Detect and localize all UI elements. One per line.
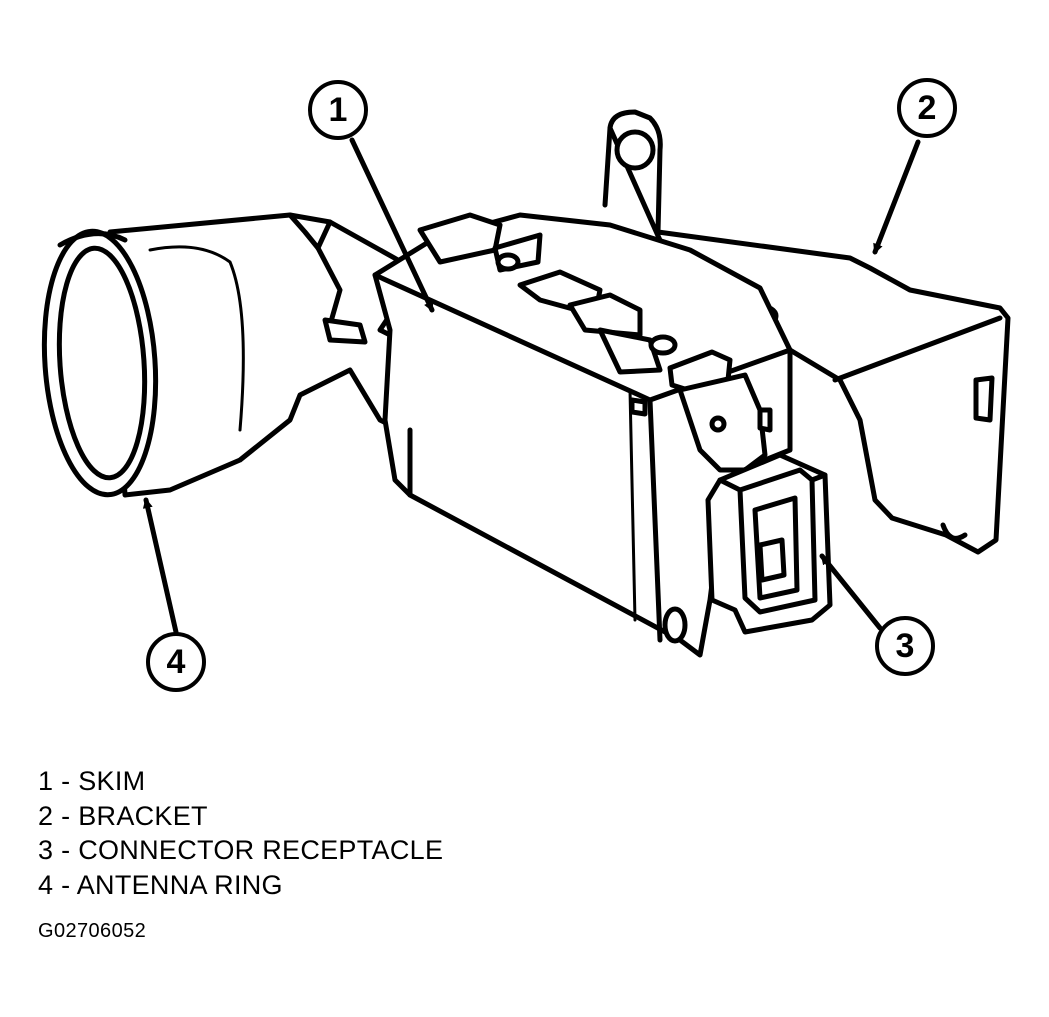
figure-code: G02706052 [38, 920, 147, 942]
legend-item: 1 - SKIM [38, 766, 146, 796]
skim-assembly-illustration: 1 2 3 4 [41, 78, 1011, 692]
parts-legend: 1 - SKIM 2 - BRACKET 3 - CONNECTOR RECEP… [38, 764, 443, 902]
callout-number: 3 [896, 627, 915, 665]
callout-3: 3 [875, 616, 935, 676]
legend-item: 3 - CONNECTOR RECEPTACLE [38, 835, 444, 865]
leader-arrow-1 [349, 137, 435, 313]
leader-arrow-2 [872, 139, 921, 255]
callout-number: 2 [918, 89, 937, 127]
legend-item: 4 - ANTENNA RING [38, 869, 283, 900]
legend-item: 2 - BRACKET [38, 800, 208, 831]
leader-arrow-3 [819, 553, 883, 631]
leader-arrow-4 [142, 497, 179, 635]
callout-4: 4 [146, 632, 206, 692]
callout-2: 2 [897, 78, 957, 138]
skim-module [372, 212, 793, 658]
antenna-ring [41, 212, 413, 498]
callout-number: 4 [167, 643, 186, 681]
connector-receptacle [705, 452, 833, 635]
callout-number: 1 [329, 91, 348, 129]
callout-1: 1 [308, 80, 368, 140]
